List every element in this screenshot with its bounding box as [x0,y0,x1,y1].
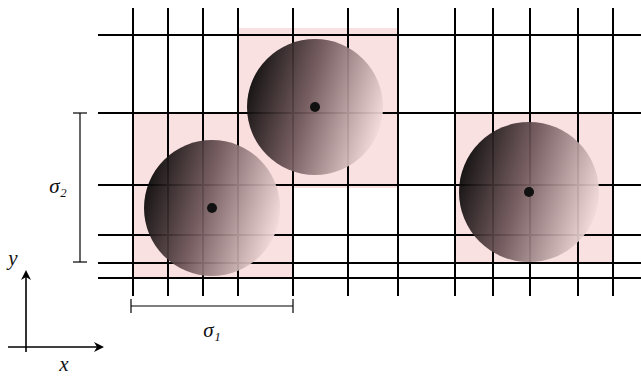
dimension-label: σ₁ [203,320,221,341]
dimension-label: σ₂ [49,176,67,197]
axes [8,272,102,352]
axis-label: y [8,248,17,269]
cell-square [455,113,613,263]
dimension-brackets [73,113,293,313]
spheres [144,39,599,276]
axis-label: x [59,353,68,374]
grid [98,8,641,296]
